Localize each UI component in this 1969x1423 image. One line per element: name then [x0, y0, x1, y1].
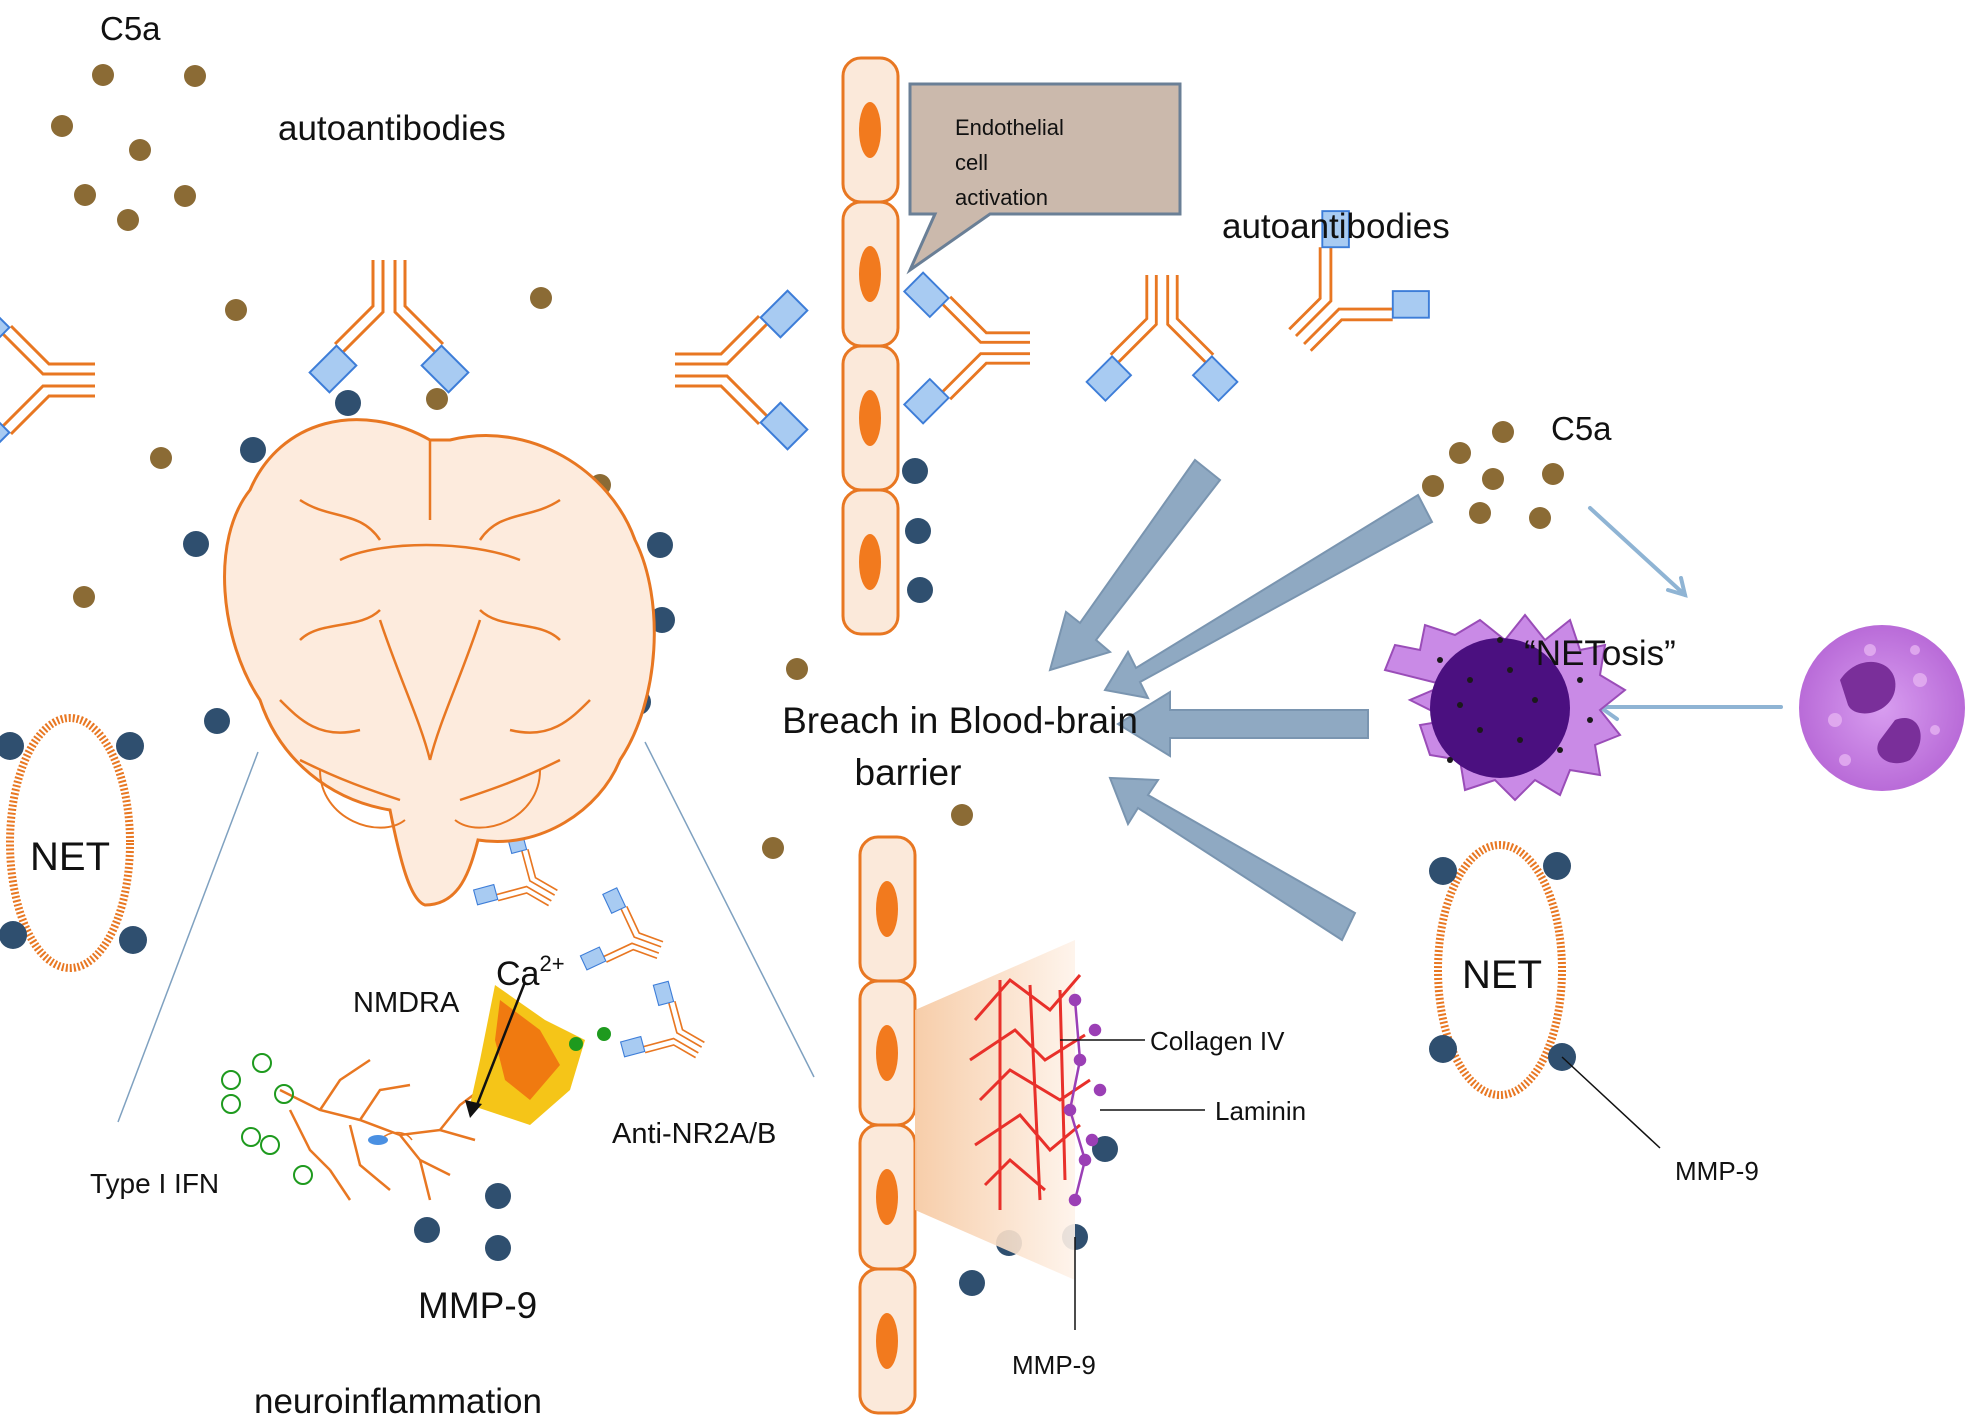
- label-laminin: Laminin: [1215, 1096, 1306, 1126]
- net-left: [0, 714, 147, 972]
- zoom-line-left: [117, 751, 259, 1123]
- antibody-small-2: [575, 883, 676, 992]
- zoom-line-right: [644, 741, 815, 1078]
- label-anti-nr2ab: Anti-NR2A/B: [612, 1118, 776, 1150]
- arrows-to-breach: [1048, 458, 1434, 942]
- antibody-small-3: [614, 974, 723, 1089]
- label-mmp9-neuron: MMP-9: [418, 1285, 537, 1326]
- brain-illustration: [223, 418, 656, 907]
- c5a-particles-center: [762, 658, 973, 859]
- label-autoantibodies-right: autoantibodies: [1222, 207, 1450, 246]
- nmda-receptor: [470, 985, 611, 1125]
- label-net-left: NET: [30, 835, 110, 879]
- type1-ifn-particles: [221, 1053, 313, 1185]
- antibody-endothelium: [902, 271, 1032, 425]
- label-calcium-superscript: 2+: [539, 951, 564, 976]
- label-net-right: NET: [1462, 953, 1542, 997]
- label-breach-line1: Breach in Blood-brain: [782, 700, 1138, 741]
- calcium-arrowhead: [465, 1100, 482, 1118]
- antibody-center: [1085, 273, 1239, 403]
- endothelium-top-nuclei: [859, 102, 881, 590]
- net-right: [1429, 841, 1661, 1149]
- label-type1-ifn: Type I IFN: [90, 1168, 219, 1199]
- neuron: [279, 1058, 481, 1201]
- label-neuroinflammation: neuroinflammation: [254, 1382, 542, 1421]
- antibody-left-upper: [0, 299, 97, 461]
- label-calcium: Ca2+: [496, 951, 565, 993]
- label-collagen: Collagen IV: [1150, 1026, 1285, 1056]
- c5a-particles-right: [1422, 421, 1564, 529]
- label-autoantibodies-left: autoantibodies: [278, 109, 506, 148]
- callout-text-3: activation: [955, 185, 1048, 210]
- calcium-arrow: [473, 981, 527, 1111]
- endothelial-activation-callout: [906, 82, 1182, 275]
- label-c5a-left: C5a: [100, 10, 161, 47]
- label-nmdra: NMDRA: [353, 987, 460, 1019]
- label-mmp9-net: MMP-9: [1675, 1156, 1759, 1186]
- resting-neutrophil: [1799, 625, 1965, 791]
- callout-text-2: cell: [955, 150, 988, 175]
- neuron-nucleus: [368, 1135, 388, 1145]
- label-mmp9-matrix: MMP-9: [1012, 1350, 1096, 1380]
- endothelium-bottom-nuclei: [876, 881, 898, 1369]
- label-breach-line2: barrier: [855, 752, 962, 793]
- activated-neutrophil: [1383, 613, 1627, 802]
- zoom-cone: [915, 940, 1075, 1280]
- c5a-particles-left: [51, 64, 611, 608]
- antibody-top-left: [308, 258, 470, 394]
- label-c5a-right: C5a: [1551, 410, 1612, 447]
- callout-text-1: Endothelial: [955, 115, 1064, 140]
- antibody-right-upper: [673, 289, 809, 451]
- label-netosis: “NETosis”: [1524, 634, 1676, 673]
- collagen-network: [969, 974, 1091, 1210]
